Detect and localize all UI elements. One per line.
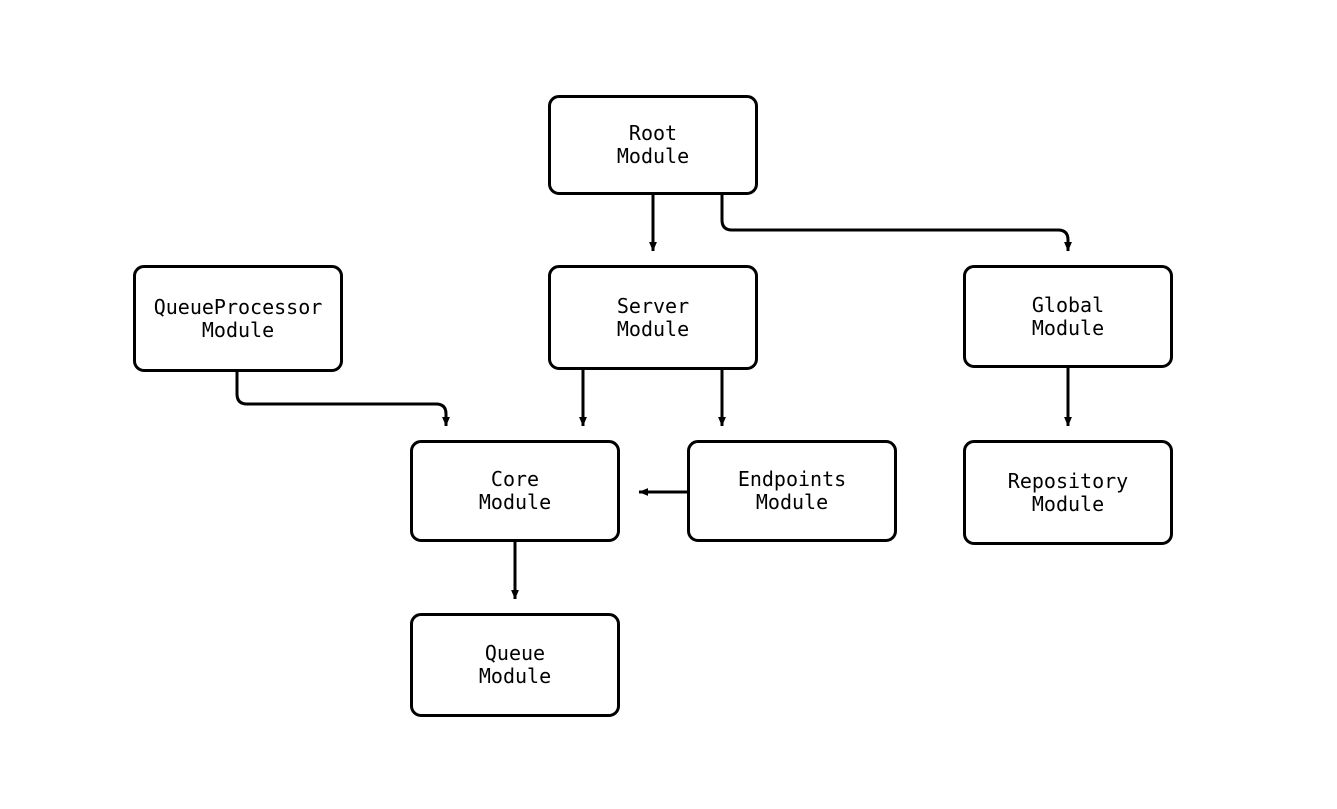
node-label-line2: Module bbox=[616, 316, 690, 341]
edge-root-global bbox=[720, 195, 1072, 252]
node-label-line1: Server bbox=[616, 293, 690, 318]
node-label-line1: Queue bbox=[484, 641, 546, 665]
node-label-line1: Core bbox=[490, 467, 540, 491]
node-label-line1: Repository bbox=[1007, 468, 1129, 493]
node-queue-module[interactable]: Queue Module bbox=[410, 613, 620, 717]
node-server-module[interactable]: Server Module bbox=[548, 265, 758, 370]
node-label-line2: Module bbox=[616, 144, 690, 168]
node-label-line1: Global bbox=[1031, 292, 1105, 317]
node-root-module[interactable]: Root Module bbox=[548, 95, 758, 195]
node-repository-module[interactable]: Repository Module bbox=[963, 440, 1173, 545]
node-label-line2: Module bbox=[1031, 491, 1105, 516]
node-label-line1: QueueProcessor bbox=[153, 294, 323, 319]
edge-queueprocessor-core bbox=[235, 372, 450, 427]
node-label-line2: Module bbox=[478, 664, 552, 688]
node-label-line2: Module bbox=[1031, 315, 1105, 340]
node-label-line1: Root bbox=[628, 121, 678, 145]
node-label-line2: Module bbox=[478, 490, 552, 514]
node-core-module[interactable]: Core Module bbox=[410, 440, 620, 542]
node-global-module[interactable]: Global Module bbox=[963, 265, 1173, 368]
node-label-line1: Endpoints bbox=[737, 467, 847, 491]
node-queueprocessor-module[interactable]: QueueProcessor Module bbox=[133, 265, 343, 372]
node-label-line2: Module bbox=[755, 490, 829, 514]
node-label-line2: Module bbox=[201, 317, 275, 342]
node-endpoints-module[interactable]: Endpoints Module bbox=[687, 440, 897, 542]
